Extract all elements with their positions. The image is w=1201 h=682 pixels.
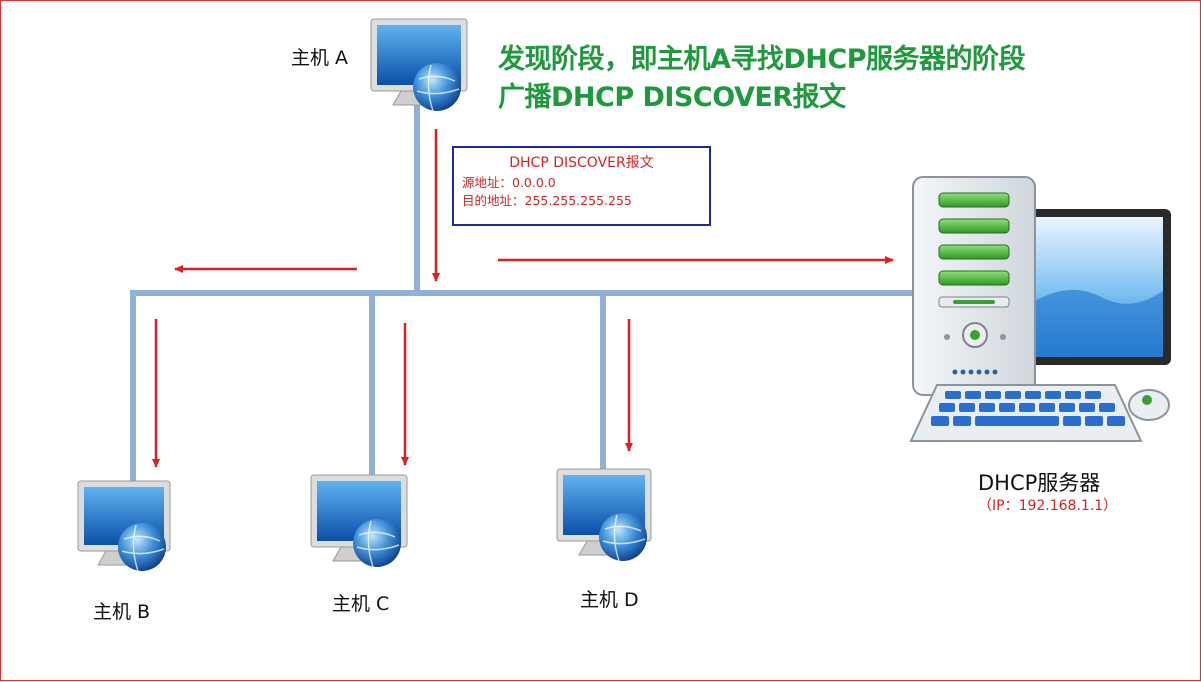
host-d-label: 主机 D [580,589,639,611]
host-b-label: 主机 B [93,601,151,623]
host-a-icon [370,18,468,112]
packet-info-box: DHCP DISCOVER报文 源地址：0.0.0.0 目的地址：255.255… [452,146,711,226]
host-c-label: 主机 C [332,593,390,615]
dhcp-server-icon [909,176,1171,442]
host-c-icon [310,474,408,568]
network-bus [130,98,922,484]
host-a-label: 主机 A [291,47,349,69]
host-b-icon [77,480,171,572]
packet-source-address: 源地址：0.0.0.0 [462,175,556,190]
server-ip: （IP：192.168.1.1） [978,498,1118,514]
heading-line-1: 发现阶段，即主机A寻找DHCP服务器的阶段 [498,44,1026,75]
packet-title: DHCP DISCOVER报文 [509,155,654,171]
server-label: DHCP服务器 [978,471,1101,495]
broadcast-arrows [152,129,894,468]
heading-line-2: 广播DHCP DISCOVER报文 [498,82,846,113]
packet-destination-address: 目的地址：255.255.255.255 [462,193,632,208]
host-d-icon [556,468,652,562]
